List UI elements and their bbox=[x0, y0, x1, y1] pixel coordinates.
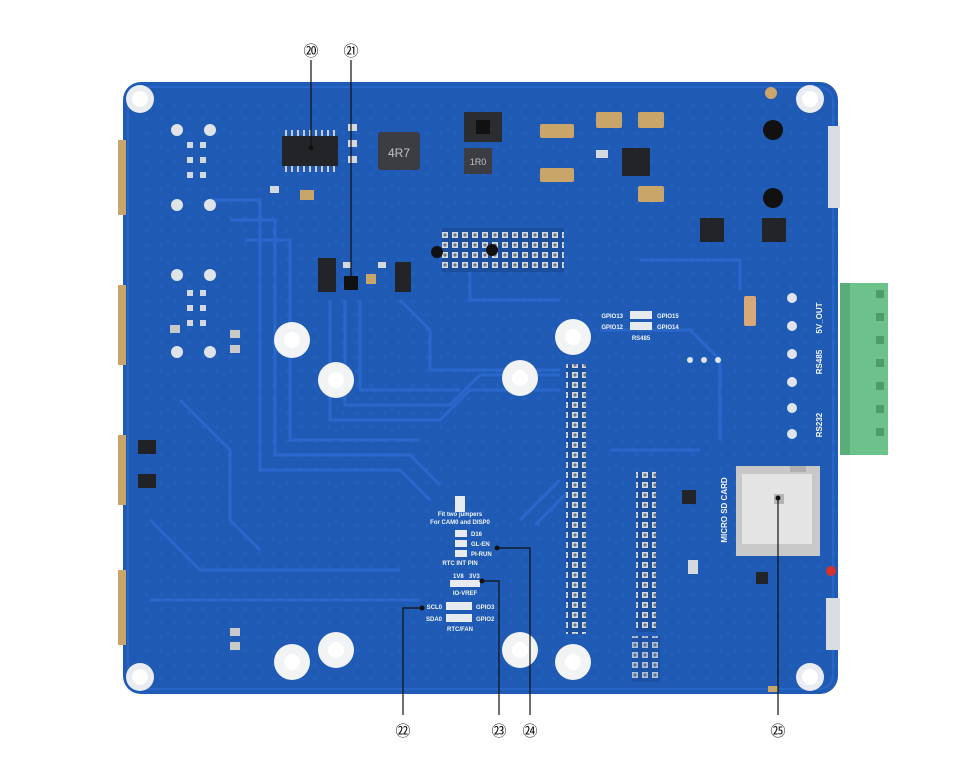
label-fit-jumpers-1: Fit two jumpers bbox=[438, 512, 483, 518]
label-rs485: RS485 bbox=[815, 349, 824, 374]
label-scl0: SCL0 bbox=[427, 605, 443, 611]
label-rtc-int-pin: RTC INT PIN bbox=[442, 561, 477, 567]
gpio-rs485-jumpers: GPIO13 GPIO15 GPIO12 GPIO14 RS485 bbox=[601, 311, 679, 342]
left-transistors bbox=[138, 325, 240, 650]
label-3v3: 3V3 bbox=[469, 574, 480, 580]
label-gpio14: GPIO14 bbox=[657, 325, 679, 331]
callout-23: ㉓ bbox=[491, 723, 506, 740]
label-fit-jumpers-2: For CAM0 and DISP0 bbox=[430, 520, 490, 526]
label-pi-run: PI-RUN bbox=[471, 552, 492, 558]
label-micro-sd-card: MICRO SD CARD bbox=[720, 477, 729, 543]
label-gpio3: GPIO3 bbox=[476, 605, 495, 611]
label-gpio2: GPIO2 bbox=[476, 617, 495, 623]
top-left-components: 4R7 1R0 bbox=[270, 112, 502, 200]
label-sda0: SDA0 bbox=[426, 617, 443, 623]
label-rs232: RS232 bbox=[815, 412, 824, 437]
secondary-header bbox=[636, 472, 656, 632]
label-rtc-fan: RTC/FAN bbox=[447, 627, 473, 633]
label-io-vref: IO-VREF bbox=[453, 591, 478, 597]
callout-24: ㉔ bbox=[522, 723, 537, 740]
small-inductor-marking: 1R0 bbox=[470, 157, 487, 167]
label-rs485-jumper: RS485 bbox=[632, 336, 651, 342]
callout-22: ㉒ bbox=[395, 723, 410, 740]
io-vref-jumper: 1V8 3V3 IO-VREF bbox=[450, 574, 480, 597]
label-5v-out: 5V_OUT bbox=[815, 302, 824, 333]
left-through-holes bbox=[171, 124, 216, 358]
label-gpio12: GPIO12 bbox=[601, 325, 623, 331]
camera-display-header bbox=[442, 228, 564, 272]
label-gpio13: GPIO13 bbox=[601, 314, 623, 320]
label-gpio15: GPIO15 bbox=[657, 314, 679, 320]
power-section bbox=[540, 87, 840, 242]
gpio-40pin-header bbox=[566, 364, 586, 634]
left-edge-connectors bbox=[118, 140, 126, 645]
callout-21: ㉑ bbox=[343, 43, 358, 60]
rtc-fan-jumper: SCL0 GPIO3 SDA0 GPIO2 RTC/FAN bbox=[426, 602, 495, 633]
mounting-holes bbox=[126, 85, 824, 691]
inductor-marking: 4R7 bbox=[388, 146, 410, 160]
callouts bbox=[310, 60, 779, 715]
label-d16: D16 bbox=[471, 532, 483, 538]
callout-20: ⑳ bbox=[303, 43, 318, 60]
terminal-block: 5V_OUT RS485 RS232 bbox=[787, 283, 888, 455]
label-1v8: 1V8 bbox=[453, 574, 464, 580]
rtc-module-21 bbox=[318, 258, 411, 292]
qfp-chip-20 bbox=[282, 136, 338, 166]
center-jumper-block: Fit two jumpers For CAM0 and DISP0 D16 G… bbox=[430, 496, 492, 567]
callout-25: ㉕ bbox=[770, 723, 785, 740]
label-gl-en: GL-EN bbox=[471, 542, 490, 548]
